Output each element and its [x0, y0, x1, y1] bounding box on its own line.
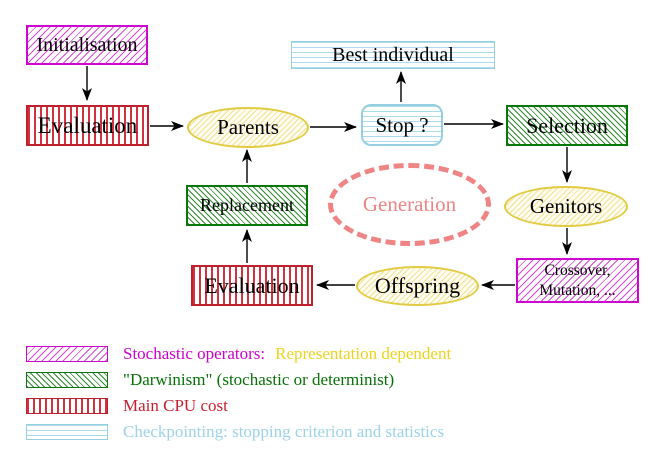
legend-label-main-cpu-cost: Main CPU cost: [123, 396, 228, 415]
node-parents: Parents: [187, 107, 309, 148]
legend-label-darwinism: "Darwinism" (stochastic or determinist): [123, 370, 395, 389]
node-evaluation-top: Evaluation: [26, 105, 149, 146]
node-initialisation-label: Initialisation: [36, 33, 138, 56]
node-initialisation: Initialisation: [26, 25, 148, 65]
node-replacement-label: Replacement: [200, 195, 294, 215]
node-evaluation-bottom-label: Evaluation: [204, 272, 300, 298]
node-genitors: Genitors: [504, 186, 628, 227]
node-selection: Selection: [506, 105, 628, 146]
legend-label-representation-dependent: Representation dependent: [275, 344, 452, 363]
node-stop: Stop ?: [361, 104, 443, 146]
node-evaluation-top-label: Evaluation: [37, 112, 138, 138]
crossover-line2: Mutation, ...: [539, 281, 616, 299]
legend-label-stochastic-operators: Stochastic operators:: [123, 344, 266, 363]
legend-swatch-magenta-hatch: [26, 346, 108, 362]
node-best-individual-label: Best individual: [332, 43, 454, 66]
node-parents-label: Parents: [217, 115, 279, 139]
node-evaluation-bottom: Evaluation: [191, 265, 313, 306]
node-offspring-label: Offspring: [374, 273, 461, 298]
crossover-line1: Crossover,: [544, 262, 611, 280]
legend-swatch-red-stripes: [26, 398, 108, 414]
legend-row-darwinism: "Darwinism" (stochastic or determinist): [26, 370, 395, 389]
node-genitors-label: Genitors: [529, 194, 603, 218]
node-crossover-mutation-label: Crossover, Mutation, ...: [539, 261, 615, 300]
generation-label: Generation: [362, 192, 457, 216]
legend-row-checkpointing: Checkpointing: stopping criterion and st…: [26, 422, 445, 441]
legend-label-checkpointing: Checkpointing: stopping criterion and st…: [123, 422, 445, 441]
node-offspring: Offspring: [356, 266, 479, 306]
legend-row-main-cpu-cost: Main CPU cost: [26, 396, 228, 415]
node-best-individual: Best individual: [291, 41, 495, 69]
generation-loop-ellipse: Generation: [328, 163, 491, 246]
node-selection-label: Selection: [526, 112, 608, 138]
legend-swatch-blue-stripes: [26, 424, 108, 440]
node-stop-label: Stop ?: [375, 112, 429, 137]
legend-swatch-green-hatch: [26, 372, 108, 388]
node-crossover-mutation: Crossover, Mutation, ...: [516, 258, 639, 303]
node-replacement: Replacement: [186, 185, 308, 226]
legend-row-stochastic-operators: Stochastic operators: Representation dep…: [26, 344, 452, 363]
